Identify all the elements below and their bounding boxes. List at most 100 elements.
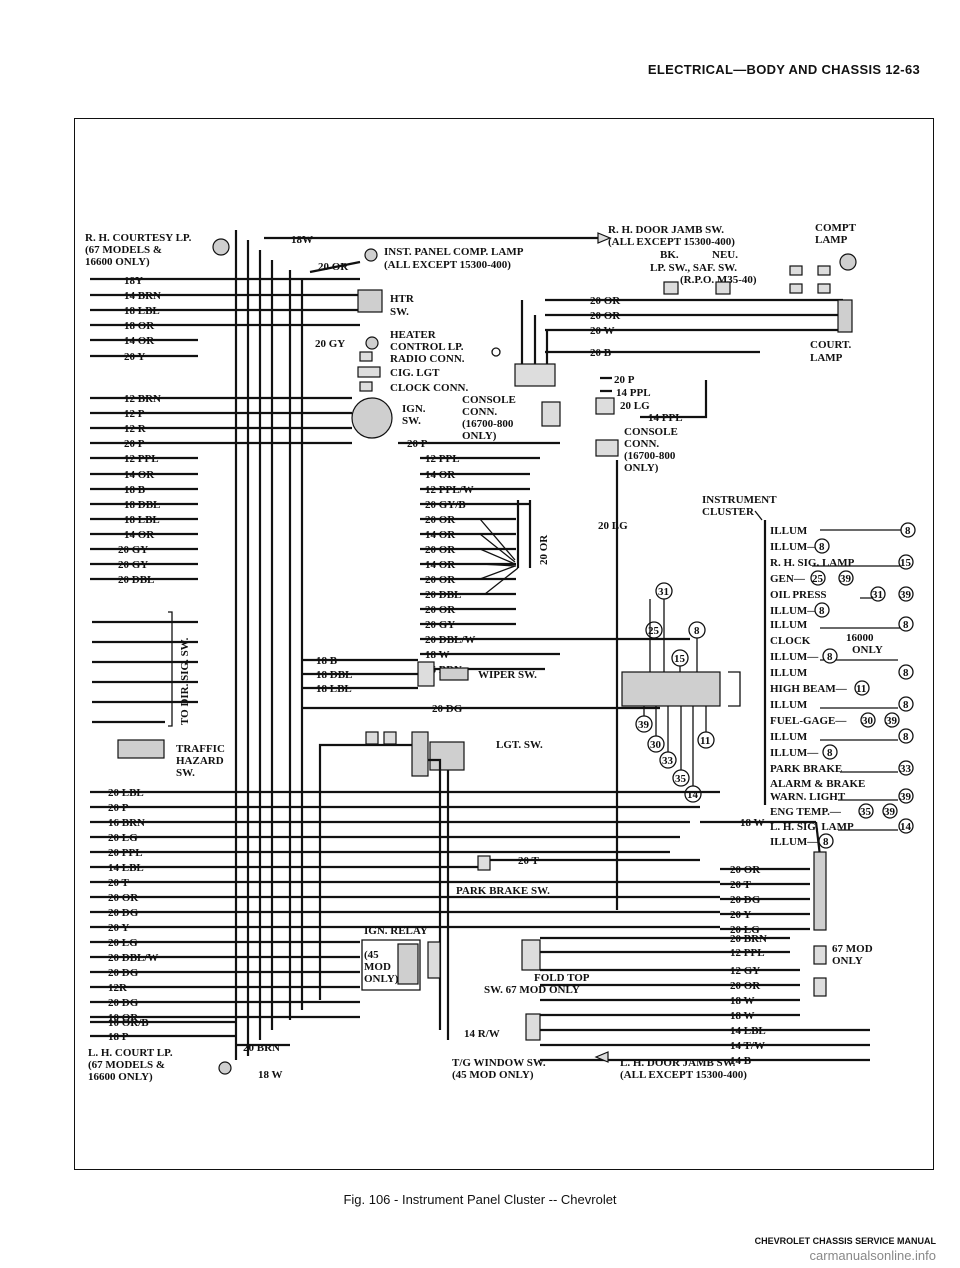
- wire-18or-label: 18 OR: [124, 320, 155, 332]
- cl-5: ILLUM—: [770, 605, 819, 617]
- wire-14rw-label: 14 R/W: [464, 1028, 500, 1040]
- ref-r3b: 39: [840, 573, 852, 585]
- wires-to-ign: [198, 396, 352, 445]
- ref-r14a-icon: [822, 744, 838, 760]
- wire-20dbl-label: 20 DBL: [118, 574, 154, 586]
- figure-caption: Fig. 106 - Instrument Panel Cluster -- C…: [343, 1192, 617, 1207]
- right-connector-block: [813, 851, 827, 931]
- ref-r6-icon: [898, 616, 914, 632]
- console-connector-2-icon: [514, 363, 556, 387]
- lgt-switch-icon: [429, 741, 465, 771]
- lw4-2-label: 16 BRN: [108, 817, 145, 829]
- traffic-hazard-label-3: SW.: [176, 767, 195, 779]
- ref-c25: 25: [648, 625, 660, 637]
- wire-18dbl-label: 18 DBL: [124, 499, 160, 511]
- lw4-10-label: 20 LG: [108, 937, 138, 949]
- cl-20: ILLUM—: [770, 836, 819, 848]
- tg-window-label-1: T/G WINDOW SW.: [452, 1057, 546, 1069]
- traffic-hazard-label-2: HAZARD: [176, 755, 224, 767]
- lw5-1-label: 18 P: [108, 1031, 129, 1043]
- lgt-connector-b: [383, 731, 397, 745]
- watermark: carmanualsonline.info: [809, 1248, 936, 1263]
- console1-label-4: ONLY): [462, 430, 497, 442]
- clock-connector-icon: [359, 381, 373, 392]
- ref-r4a: 31: [872, 589, 883, 601]
- diagram-frame: [74, 118, 934, 1170]
- cons-w0-label: 20 P: [614, 374, 635, 386]
- lw4-1-label: 20 P: [108, 802, 129, 814]
- lw4-4-label: 20 PPL: [108, 847, 143, 859]
- wire-18w-bottom-label: 18 W: [258, 1069, 283, 1081]
- console1-label-1: CONSOLE: [462, 394, 516, 406]
- cl-6: ILLUM: [770, 619, 808, 631]
- wire-12r-label: 12 R: [124, 423, 147, 435]
- inst-panel-label-2: (ALL EXCEPT 15300-400): [384, 259, 511, 271]
- htr-sw-label-2: SW.: [390, 306, 409, 318]
- cl-17: WARN. LIGHT: [770, 791, 846, 803]
- console1-label-3: (16700-800: [462, 418, 514, 430]
- wire-18w-label: 18W: [291, 234, 313, 246]
- ref-c33: 33: [662, 755, 674, 767]
- cluster-pointer: [754, 510, 763, 521]
- inst-panel-label-1: INST. PANEL COMP. LAMP: [384, 246, 524, 258]
- ref-r9-icon: [898, 664, 914, 680]
- wire-20t-label: 20 T: [518, 855, 540, 867]
- dir-sig-bracket: [168, 611, 173, 727]
- cl-13: ILLUM: [770, 731, 808, 743]
- rt-vertical-wires: [520, 300, 549, 374]
- lw4-11-label: 20 DBL/W: [108, 952, 158, 964]
- ref-r2-icon: [898, 554, 914, 570]
- cons-w1-label: 14 PPL: [616, 387, 651, 399]
- console2-label-2: CONN.: [624, 438, 659, 450]
- mid-trunk-wires: [288, 270, 304, 1020]
- lw4-13-label: 12R: [108, 982, 128, 994]
- inst-cluster-label-1: INSTRUMENT: [702, 494, 777, 506]
- rtw-1-label: 20 OR: [590, 310, 621, 322]
- cl-18: ENG TEMP.—: [770, 806, 842, 818]
- ign-relay-label-3: MOD: [364, 961, 391, 973]
- compt-connector-d: [817, 283, 831, 294]
- ref-r19-icon: [898, 818, 914, 834]
- ref-r18c: 39: [884, 806, 896, 818]
- ref-r18a-icon: [858, 803, 874, 819]
- wiper-wire-group: 18 B 18 DBL 18 LBL: [302, 655, 418, 695]
- compt-connector-a: [789, 265, 803, 276]
- ref-r10a-icon: [854, 680, 870, 696]
- page-footer: CHEVROLET CHASSIS SERVICE MANUAL: [754, 1236, 936, 1246]
- rtw-0-label: 20 OR: [590, 295, 621, 307]
- wire-18y-label: 18Y: [124, 275, 143, 287]
- ref-r3a-icon: [810, 570, 826, 586]
- wire-18b-label: 18 B: [124, 484, 146, 496]
- tg-window-switch-icon: [525, 1013, 541, 1041]
- left-wire-group-4: 20 LBL 20 P 16 BRN 20 LG 20 PPL 14 LBL 2…: [90, 787, 720, 1024]
- ref-c35: 35: [675, 773, 687, 785]
- lw5-0-label: 10 OR/B: [108, 1017, 149, 1029]
- wiper-w0-label: 18 B: [316, 655, 338, 667]
- cig-lighter-icon: [357, 366, 381, 378]
- fold-top-label-2: SW. 67 MOD ONLY: [484, 984, 580, 996]
- lh-door-label-2: (ALL EXCEPT 15300-400): [620, 1069, 747, 1081]
- rbw-5-label: 20 LG: [730, 924, 760, 936]
- wire-20p-label: 20 P: [124, 438, 145, 450]
- rpo-label: (R.P.O. M35-40): [680, 274, 757, 286]
- mod67-connector: [813, 945, 827, 965]
- clock-note-2: ONLY: [852, 644, 883, 656]
- ref-r1a: 8: [819, 541, 825, 553]
- ref-r15-icon: [898, 760, 914, 776]
- cl-4: OIL PRESS: [770, 589, 827, 601]
- ref-c31: 31: [658, 586, 669, 598]
- lgt-connector-a: [365, 731, 379, 745]
- ref-r10a: 11: [856, 683, 866, 695]
- ign-sw-label-2: SW.: [402, 415, 421, 427]
- ref-r3b-icon: [838, 570, 854, 586]
- lgt-sw-label: LGT. SW.: [496, 739, 543, 751]
- compt-lamp-label-2: LAMP: [815, 234, 848, 246]
- cw-2-label: 12 PPL/W: [425, 484, 474, 496]
- heater-ctrl-label-1: HEATER: [390, 329, 437, 341]
- cl-12: FUEL-GAGE—: [770, 715, 847, 727]
- dir-sig-wires-right: [165, 620, 198, 704]
- lw4-5-label: 14 LBL: [108, 862, 144, 874]
- connector-leads: [643, 599, 707, 786]
- ref-r4b: 39: [900, 589, 912, 601]
- park-brake-label: PARK BRAKE SW.: [456, 885, 550, 897]
